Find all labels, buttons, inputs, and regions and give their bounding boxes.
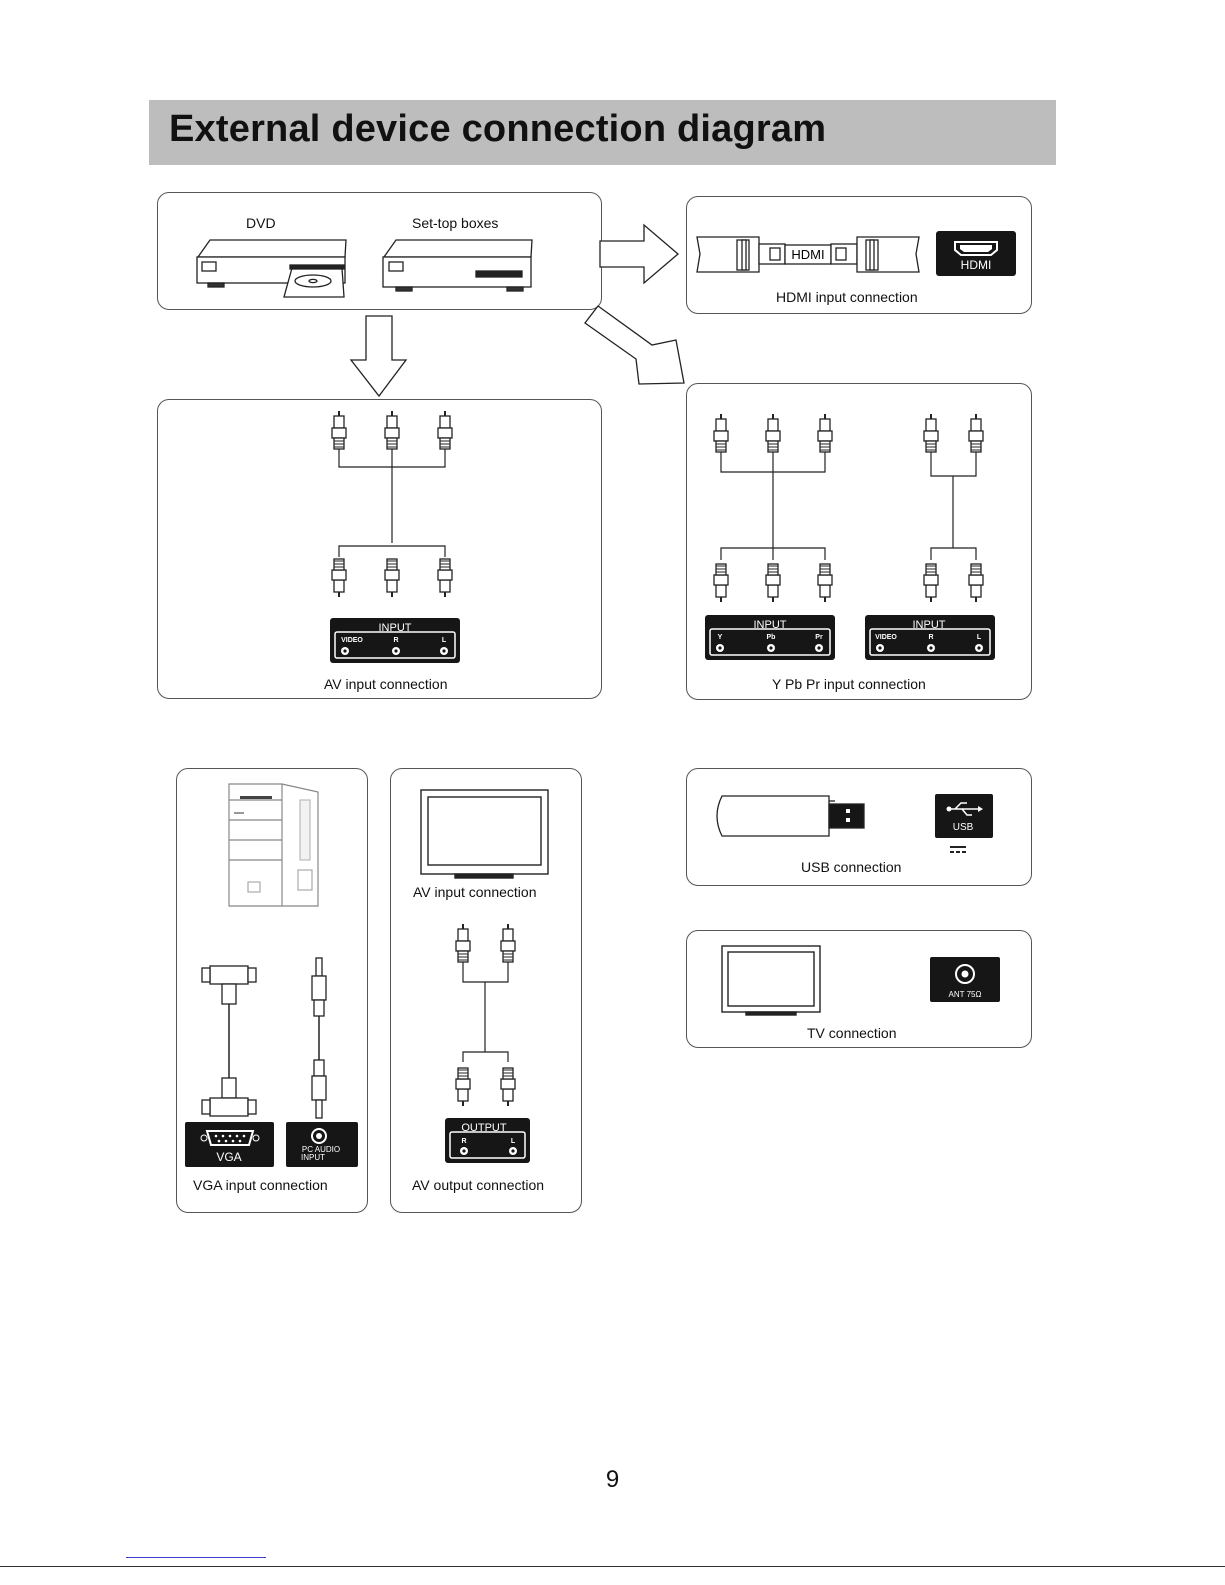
- av-output-cable-icon: [455, 923, 516, 1106]
- av-input-caption: AV input connection: [324, 676, 448, 692]
- av-output-port-panel: [445, 1118, 530, 1163]
- vga-port-label: VGA: [216, 1150, 241, 1164]
- hdmi-cable-label: HDMI: [791, 247, 824, 262]
- ypbpr-audio-port-video: VIDEO: [875, 634, 897, 641]
- ypbpr-audio-port-panel: [865, 615, 995, 660]
- hdmi-port-label: HDMI: [961, 258, 992, 272]
- title-bar: External device connection diagram: [149, 100, 1056, 165]
- dvd-player-icon: [196, 239, 347, 298]
- av-input-port-r: R: [393, 637, 398, 644]
- tv-caption: TV connection: [807, 1025, 897, 1041]
- usb-stick-icon: [716, 795, 865, 837]
- hdmi-caption: HDMI input connection: [776, 289, 918, 305]
- av-output-port-l: L: [511, 1138, 516, 1145]
- av-input-cable-icon: [331, 410, 453, 597]
- av-output-caption: AV output connection: [412, 1177, 545, 1193]
- ypbpr-audio-port-r: R: [928, 634, 933, 641]
- ypbpr-port-pb: Pb: [767, 634, 776, 641]
- dvd-label: DVD: [246, 215, 276, 231]
- pc-audio-label-2: INPUT: [301, 1153, 325, 1162]
- set-top-box-label: Set-top boxes: [412, 215, 499, 231]
- set-top-box-icon: [382, 239, 533, 292]
- vga-caption: VGA input connection: [193, 1177, 328, 1193]
- tv-monitor-icon: [420, 789, 549, 879]
- usb-caption: USB connection: [801, 859, 902, 875]
- ypbpr-port-y: Y: [718, 634, 723, 641]
- bottom-rule: [0, 1566, 1225, 1567]
- av-input-port-panel: [330, 618, 460, 663]
- usb-port-label: USB: [953, 822, 974, 833]
- antenna-port-icon: [930, 957, 1000, 1002]
- av-output-tv-caption: AV input connection: [413, 884, 537, 900]
- pc-audio-label-1: PC AUDIO: [302, 1145, 340, 1154]
- arrow-down-icon: [349, 315, 408, 398]
- hdmi-port-icon: [936, 231, 1016, 276]
- av-input-port-l: L: [442, 637, 447, 644]
- ypbpr-panel-title: INPUT: [754, 619, 787, 631]
- pc-audio-cable-icon: [311, 957, 327, 1119]
- ypbpr-port-panel: [705, 615, 835, 660]
- ypbpr-cable-icon: [713, 413, 833, 602]
- vga-port-icon: [185, 1122, 274, 1167]
- arrow-diagonal-icon: [584, 305, 685, 385]
- av-input-panel-title: INPUT: [379, 622, 412, 634]
- tv-set-icon: [721, 945, 821, 1016]
- pc-audio-port-icon: [286, 1122, 358, 1167]
- ypbpr-audio-cable-icon: [923, 413, 984, 602]
- page-number: 9: [605, 1466, 620, 1493]
- vga-cable-icon: [201, 965, 257, 1117]
- ypbpr-port-pr: Pr: [815, 634, 823, 641]
- arrow-right-icon: [599, 223, 680, 285]
- ypbpr-audio-panel-title: INPUT: [913, 619, 946, 631]
- av-output-panel-title: OUTPUT: [461, 1122, 507, 1134]
- pc-tower-icon: [228, 783, 319, 907]
- antenna-port-label: ANT 75Ω: [949, 990, 982, 999]
- footer-link-line: [126, 1557, 266, 1558]
- ypbpr-audio-port-l: L: [977, 634, 982, 641]
- usb-port-icon: [935, 794, 993, 853]
- av-input-port-video: VIDEO: [341, 637, 363, 644]
- hdmi-cable-icon: [696, 236, 920, 273]
- ypbpr-caption: Y Pb Pr input connection: [772, 676, 926, 692]
- av-output-port-r: R: [461, 1138, 466, 1145]
- page-title: External device connection diagram: [169, 108, 827, 150]
